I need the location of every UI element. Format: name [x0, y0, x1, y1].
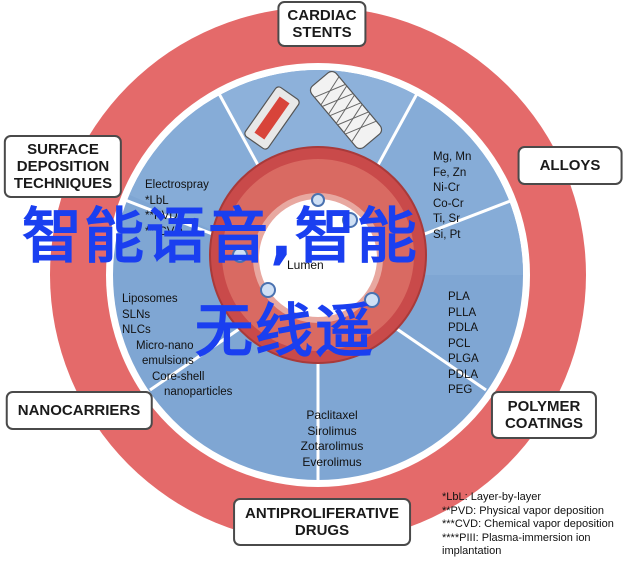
technique-item: Electrospray [145, 179, 209, 191]
stent-strut [364, 292, 380, 308]
stent-strut [260, 282, 276, 298]
alloy-item: Ni-Cr [433, 182, 460, 194]
stent-strut [311, 193, 325, 207]
polymer-item: PEG [448, 384, 473, 396]
legend-item: *LbL: Layer-by-layer [442, 491, 542, 503]
label-nanocarriers: NANOCARRIERS [5, 391, 153, 430]
polymer-item: PLA [448, 291, 470, 303]
stent-mesh [309, 70, 383, 150]
alloy-item: Mg, Mn [433, 151, 472, 163]
polymer-item: PLGA [448, 353, 479, 365]
technique-item: **PVD [145, 210, 178, 222]
stent-illustration [244, 70, 383, 150]
polymer-item: PLLA [448, 306, 477, 319]
nanocarrier-item: nanoparticles [164, 386, 233, 398]
alloys-list: Mg, Mn Fe, Zn Ni-Cr Co-Cr Ti, Sr Si, Pt [433, 150, 471, 243]
stent-strut [232, 247, 248, 263]
drug-item: Paclitaxel [306, 408, 358, 422]
alloy-item: Co-Cr [433, 197, 464, 210]
polymer-item: PDLA [448, 322, 479, 334]
lumen-label: Lumen [287, 258, 324, 272]
legend-item: ****PIII: Plasma-immersion ion [442, 531, 591, 544]
drug-item: Sirolimus [307, 423, 357, 438]
nanocarrier-item: NLCs [122, 324, 151, 336]
legend-item: ***CVD: Chemical vapor deposition [442, 518, 614, 530]
drug-item: Everolimus [302, 454, 362, 469]
polymers-list: PLA PLLA PDLA PCL PLGA PDLA PEG [448, 290, 479, 399]
technique-item: *LbL [145, 194, 169, 207]
legend-item: implantation [442, 545, 502, 557]
polymer-item: PDLA [448, 368, 479, 381]
nanocarrier-item: Liposomes [122, 293, 178, 305]
techniques-list: Electrospray *LbL **PVD ***CVD [145, 178, 209, 240]
polymer-item: PCL [448, 337, 471, 350]
legend-item: **PVD: Physical vapor deposition [442, 504, 605, 517]
drugs-list: Paclitaxel Sirolimus Zotarolimus Everoli… [301, 408, 364, 470]
watermark-line-1: 智能语音,智能 [22, 202, 419, 272]
abbreviation-legend: *LbL: Layer-by-layer **PVD: Physical vap… [442, 491, 614, 559]
watermark-line-2: 无线遥 [195, 297, 376, 365]
alloy-item: Ti, Sr [433, 213, 461, 225]
technique-item: ***CVD [145, 225, 183, 238]
nanocarrier-item: SLNs [122, 308, 151, 321]
nanocarrier-item: emulsions [142, 355, 194, 367]
stent-strut [342, 212, 358, 228]
nanocarrier-item: Micro-nano [136, 339, 194, 352]
label-alloys: ALLOYS [517, 146, 623, 185]
alloy-item: Fe, Zn [433, 166, 467, 179]
alloy-item: Si, Pt [433, 228, 461, 241]
drug-item: Zotarolimus [300, 439, 364, 453]
nanocarriers-list: Liposomes SLNs NLCs Micro-nano emulsions… [122, 292, 232, 401]
nanocarrier-item: Core-shell [152, 370, 205, 383]
